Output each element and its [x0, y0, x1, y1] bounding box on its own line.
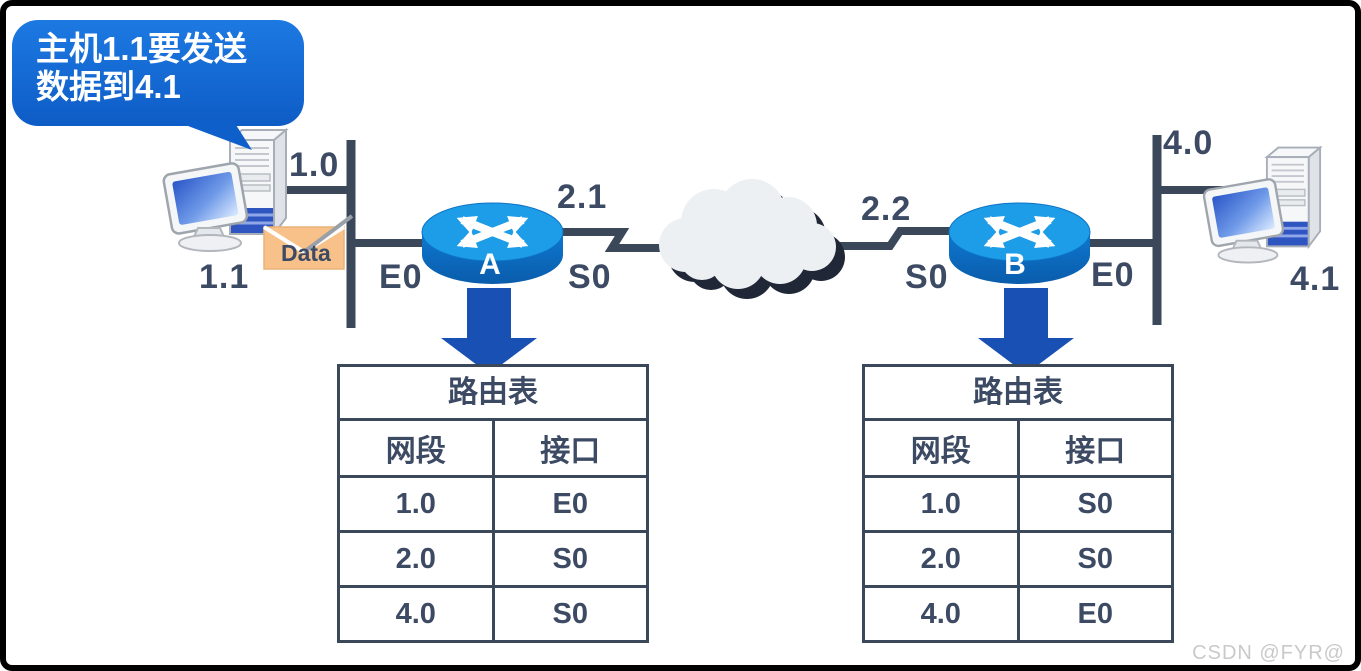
data-packet-label: Data: [281, 240, 331, 266]
callout-bubble: 主机1.1要发送 数据到4.1: [12, 20, 304, 126]
routing-table-b-title: 路由表: [865, 367, 1171, 421]
router-a-name: A: [479, 248, 501, 281]
table-cell-network: 2.0: [920, 542, 961, 575]
table-cell-network: 2.0: [395, 542, 436, 575]
serial-link-a: [553, 228, 660, 252]
table-header-row: 网段 接口: [865, 421, 1171, 478]
callout-line-1: 主机1.1要发送: [36, 30, 247, 67]
network-links: [285, 135, 1300, 328]
host-label-1.1: 1.1: [199, 258, 250, 296]
table-cell-interface: S0: [491, 588, 647, 640]
segment-label-4.0: 4.0: [1163, 124, 1214, 162]
table-cell-network: 1.0: [395, 487, 436, 520]
column-header-network: 网段: [910, 435, 971, 468]
table-row: 1.0 E0: [340, 478, 646, 533]
table-row: 4.0 S0: [340, 588, 646, 640]
host-label-4.1: 4.1: [1290, 260, 1341, 298]
serial-link-b: [826, 227, 958, 250]
port-label-e0-b: E0: [1091, 256, 1135, 294]
table-row: 2.0 S0: [340, 533, 646, 588]
port-label-s0-b: S0: [905, 258, 949, 296]
table-cell-interface: S0: [491, 533, 647, 585]
column-header-interface: 接口: [491, 421, 647, 475]
table-cell-interface: S0: [1016, 478, 1172, 530]
table-cell-network: 4.0: [395, 597, 436, 630]
table-row: 2.0 S0: [865, 533, 1171, 588]
table-cell-interface: E0: [491, 478, 647, 530]
table-cell-interface: S0: [1016, 533, 1172, 585]
arrow-to-table-b-icon: [978, 288, 1074, 374]
table-cell-interface: E0: [1016, 588, 1172, 640]
watermark: CSDN @FYR@: [1192, 642, 1345, 664]
port-label-e0-a: E0: [379, 258, 423, 296]
routing-table-a-title: 路由表: [340, 367, 646, 421]
table-header-row: 网段 接口: [340, 421, 646, 478]
arrow-to-table-a-icon: [441, 288, 537, 374]
table-cell-network: 4.0: [920, 597, 961, 630]
table-cell-network: 1.0: [920, 487, 961, 520]
port-label-s0-a: S0: [568, 258, 612, 296]
callout-line-2: 数据到4.1: [36, 68, 181, 105]
router-b-name: B: [1004, 248, 1026, 281]
column-header-network: 网段: [385, 435, 446, 468]
table-row: 1.0 S0: [865, 478, 1171, 533]
segment-label-1.0: 1.0: [289, 146, 340, 184]
routing-table-b: 路由表 网段 接口 1.0 S0 2.0 S0 4.0 E0: [862, 364, 1174, 643]
ip-label-2.1: 2.1: [557, 178, 608, 216]
host-right-icon: [1201, 146, 1322, 264]
table-row: 4.0 E0: [865, 588, 1171, 640]
ip-label-2.2: 2.2: [861, 190, 912, 228]
routing-table-a: 路由表 网段 接口 1.0 E0 2.0 S0 4.0 S0: [337, 364, 649, 643]
data-packet-icon: [262, 214, 354, 270]
column-header-interface: 接口: [1016, 421, 1172, 475]
